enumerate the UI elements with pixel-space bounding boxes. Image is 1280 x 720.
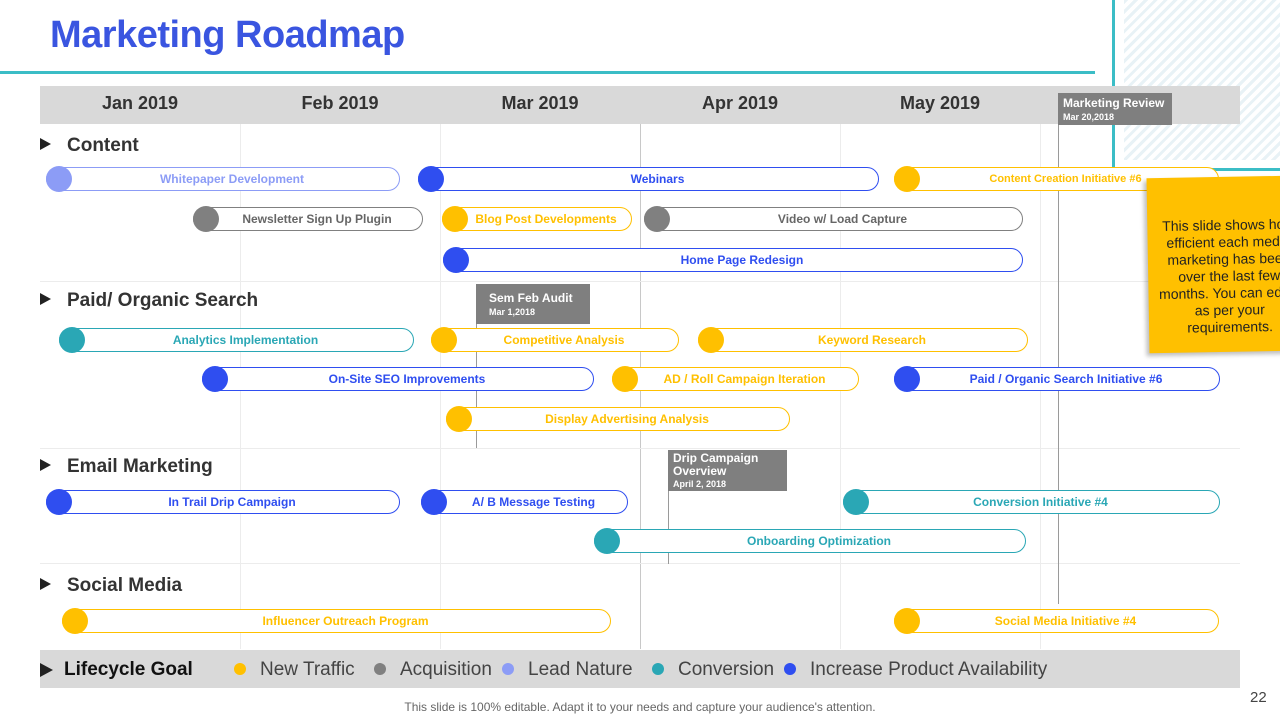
triangle-icon bbox=[40, 577, 51, 590]
month-header-bar bbox=[40, 86, 1240, 124]
legend-increase-product: Increase Product Availability bbox=[784, 659, 1047, 681]
legend-lead-nature: Lead Nature bbox=[502, 659, 633, 681]
milestone-line-drip-overview bbox=[668, 490, 669, 564]
triangle-icon bbox=[40, 292, 51, 305]
legend-new-traffic: New Traffic bbox=[234, 659, 355, 681]
triangle-icon bbox=[40, 458, 51, 471]
section-social: Social Media bbox=[40, 575, 182, 597]
dot-icon bbox=[374, 662, 386, 675]
task-drip[interactable]: In Trail Drip Campaign bbox=[46, 489, 400, 515]
month-feb: Feb 2019 bbox=[301, 93, 379, 113]
task-analytics[interactable]: Analytics Implementation bbox=[59, 327, 414, 353]
task-onsite-seo[interactable]: On-Site SEO Improvements bbox=[202, 366, 594, 392]
decorative-hatch-pattern bbox=[1124, 0, 1280, 160]
task-video[interactable]: Video w/ Load Capture bbox=[644, 206, 1023, 232]
task-paid-initiative[interactable]: Paid / Organic Search Initiative #6 bbox=[894, 366, 1220, 392]
legend-acquisition: Acquisition bbox=[374, 659, 492, 681]
task-ab-test[interactable]: A/ B Message Testing bbox=[421, 489, 628, 515]
legend-conversion: Conversion bbox=[652, 659, 774, 681]
task-influencer[interactable]: Influencer Outreach Program bbox=[62, 608, 611, 634]
month-apr: Apr 2019 bbox=[701, 93, 779, 113]
milestone-marketing-review[interactable]: Marketing Review Mar 20,2018 bbox=[1058, 93, 1172, 125]
title-underline bbox=[0, 71, 1095, 74]
milestone-drip-overview[interactable]: Drip Campaign Overview April 2, 2018 bbox=[668, 450, 787, 491]
milestone-line-marketing-review bbox=[1058, 124, 1059, 604]
task-newsletter[interactable]: Newsletter Sign Up Plugin bbox=[193, 206, 423, 232]
task-onboarding[interactable]: Onboarding Optimization bbox=[594, 528, 1026, 554]
section-email: Email Marketing bbox=[40, 456, 213, 478]
sticky-note: This slide shows how efficient each medi… bbox=[1146, 175, 1280, 354]
task-social-initiative[interactable]: Social Media Initiative #4 bbox=[894, 608, 1219, 634]
legend-bar bbox=[40, 650, 1240, 688]
grid-row-line bbox=[40, 448, 1240, 449]
grid-row-line bbox=[40, 281, 1240, 282]
section-search: Paid/ Organic Search bbox=[40, 290, 258, 312]
task-whitepaper[interactable]: Whitepaper Development bbox=[46, 166, 400, 192]
month-mar: Mar 2019 bbox=[501, 93, 579, 113]
task-competitive[interactable]: Competitive Analysis bbox=[431, 327, 679, 353]
footer-text: This slide is 100% editable. Adapt it to… bbox=[404, 700, 876, 714]
month-jan: Jan 2019 bbox=[101, 93, 179, 113]
sticky-note-text: This slide shows how efficient each medi… bbox=[1158, 215, 1280, 336]
task-blog-post[interactable]: Blog Post Developments bbox=[442, 206, 632, 232]
dot-icon bbox=[234, 662, 246, 675]
task-homepage[interactable]: Home Page Redesign bbox=[443, 247, 1023, 273]
task-webinars[interactable]: Webinars bbox=[418, 166, 879, 192]
dot-icon bbox=[502, 662, 514, 675]
triangle-icon bbox=[40, 663, 53, 677]
task-keyword[interactable]: Keyword Research bbox=[698, 327, 1028, 353]
dot-icon bbox=[652, 662, 664, 675]
grid-row-line bbox=[40, 563, 1240, 564]
page-title: Marketing Roadmap bbox=[50, 14, 405, 56]
dot-icon bbox=[784, 662, 796, 675]
triangle-icon bbox=[40, 137, 51, 150]
page-number: 22 bbox=[1250, 689, 1267, 706]
legend-title: Lifecycle Goal bbox=[64, 659, 193, 680]
section-content: Content bbox=[40, 135, 139, 157]
task-conversion-initiative[interactable]: Conversion Initiative #4 bbox=[843, 489, 1220, 515]
milestone-sem-audit[interactable]: Sem Feb Audit Mar 1,2018 bbox=[476, 284, 590, 324]
month-may: May 2019 bbox=[899, 93, 981, 113]
task-ad-roll[interactable]: AD / Roll Campaign Iteration bbox=[612, 366, 859, 392]
task-display-ad[interactable]: Display Advertising Analysis bbox=[446, 406, 790, 432]
